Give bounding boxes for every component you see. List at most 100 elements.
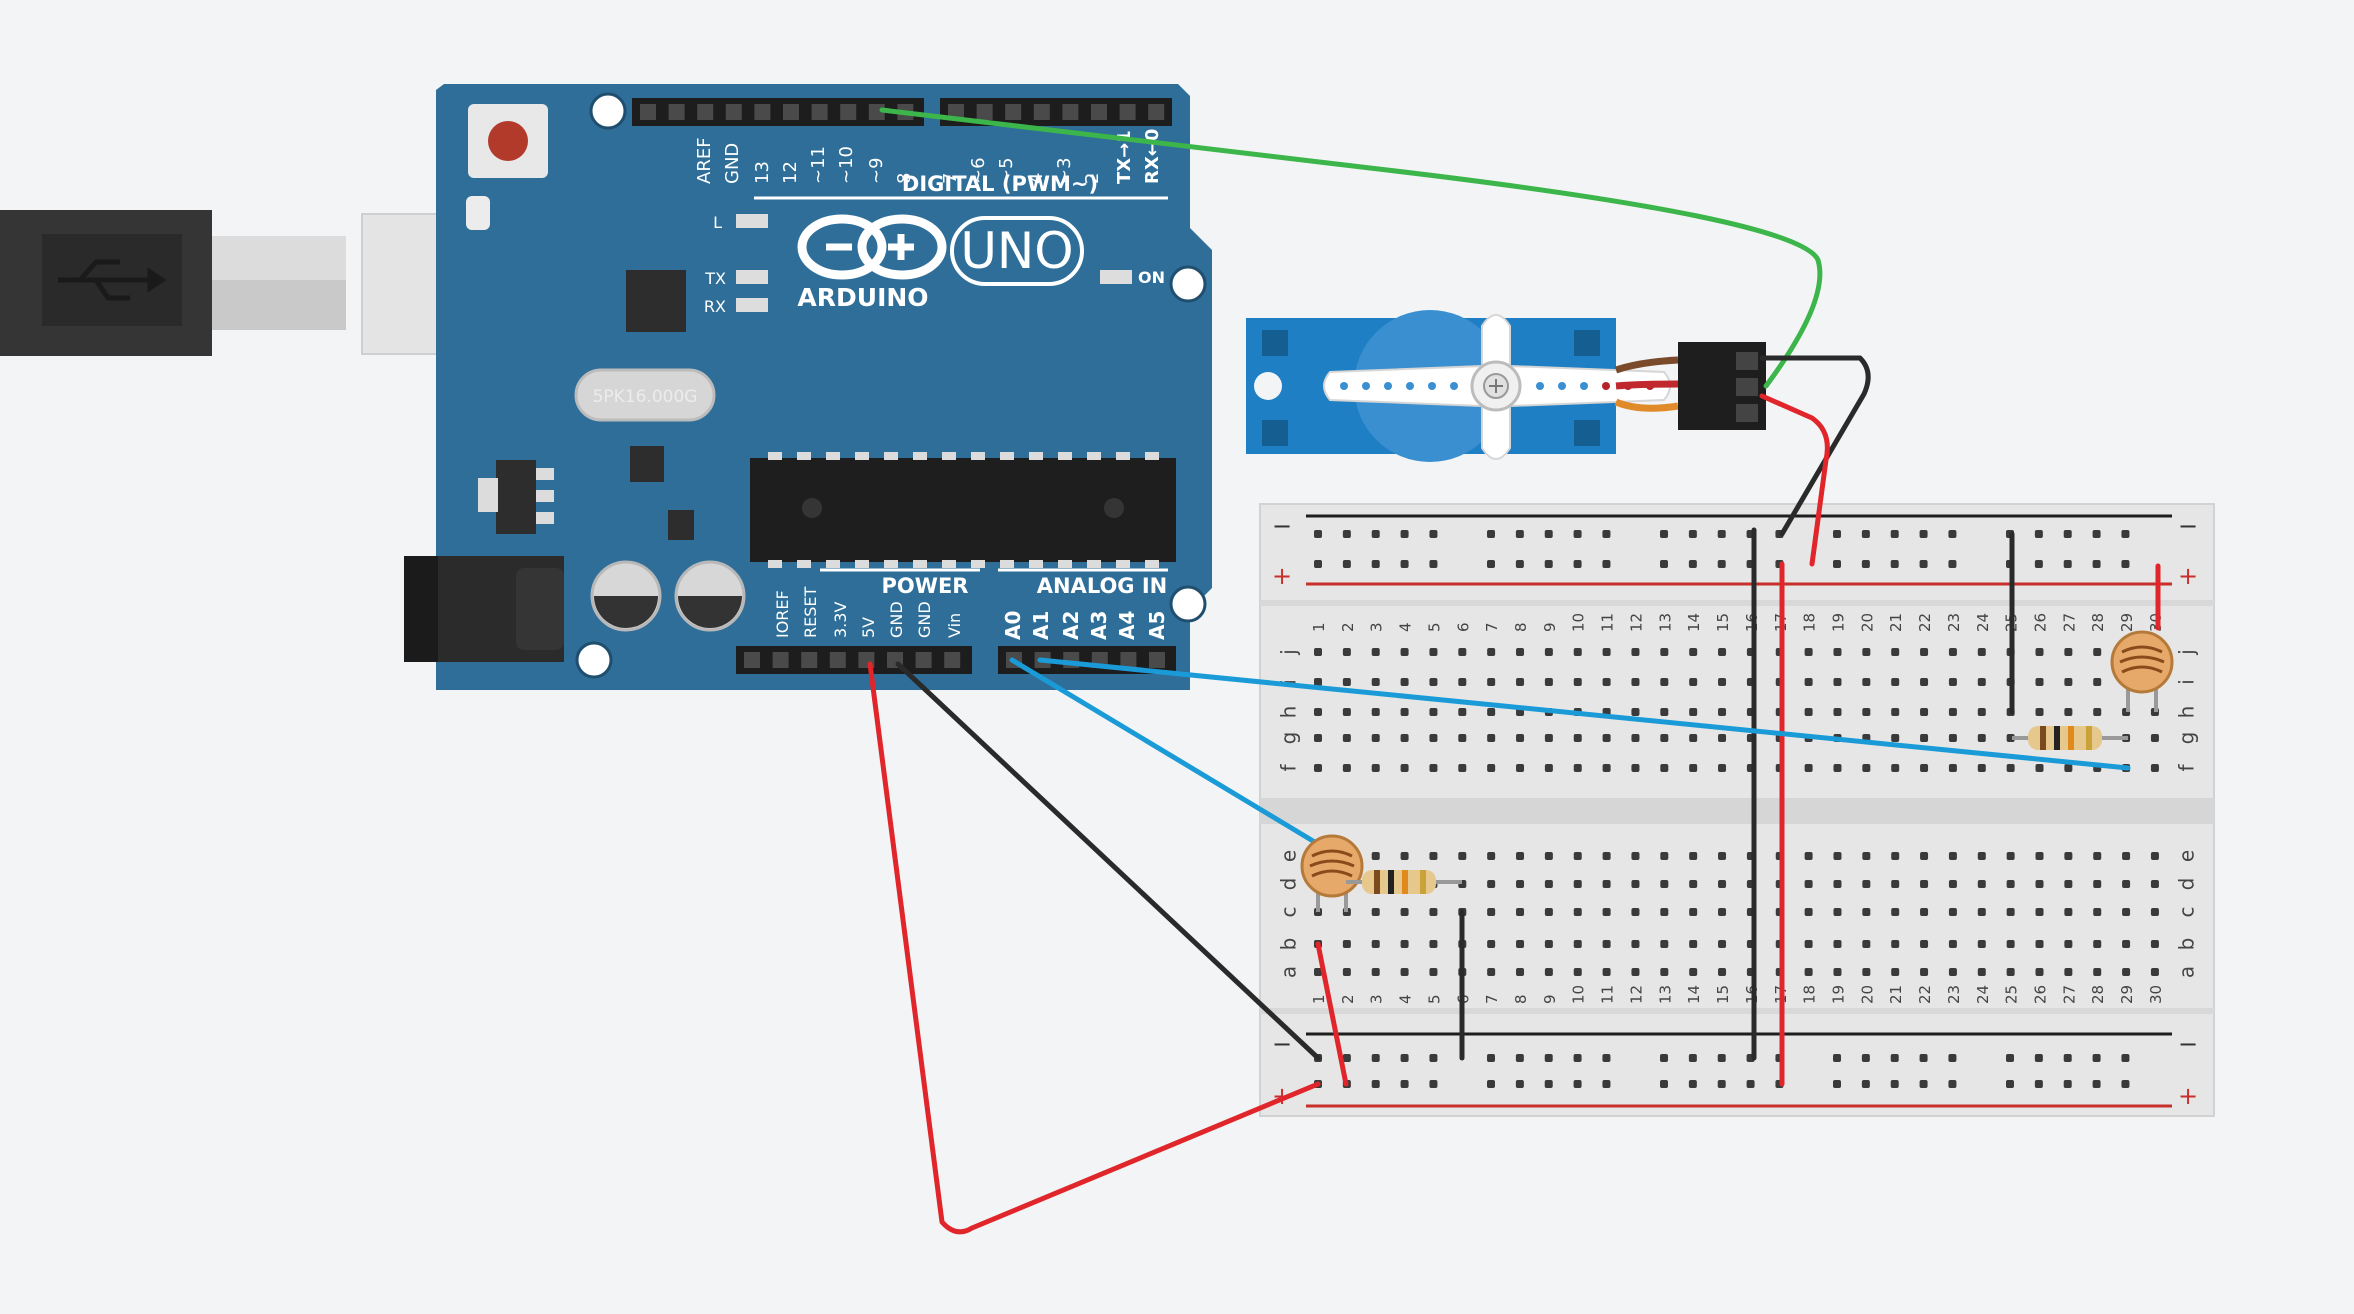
breadboard-hole[interactable] <box>1458 678 1467 686</box>
breadboard-hole[interactable] <box>1977 648 1986 656</box>
rail-hole[interactable] <box>1890 560 1899 568</box>
rail-hole[interactable] <box>1861 560 1870 568</box>
header-pin[interactable] <box>811 104 828 120</box>
breadboard-hole[interactable] <box>1660 968 1669 976</box>
breadboard-hole[interactable] <box>1977 708 1986 716</box>
breadboard-hole[interactable] <box>1833 678 1842 686</box>
breadboard-hole[interactable] <box>1516 648 1525 656</box>
breadboard-hole[interactable] <box>1689 852 1698 860</box>
breadboard-hole[interactable] <box>1891 708 1900 716</box>
header-pin[interactable] <box>668 104 685 120</box>
breadboard-hole[interactable] <box>1718 678 1727 686</box>
rail-hole[interactable] <box>1371 560 1380 568</box>
rail-hole[interactable] <box>1890 1080 1899 1088</box>
breadboard-hole[interactable] <box>1602 648 1611 656</box>
breadboard-hole[interactable] <box>1400 648 1409 656</box>
breadboard-hole[interactable] <box>1429 852 1438 860</box>
breadboard-hole[interactable] <box>1371 764 1380 772</box>
breadboard-hole[interactable] <box>1371 708 1380 716</box>
breadboard-hole[interactable] <box>1516 852 1525 860</box>
rail-hole[interactable] <box>1371 530 1380 538</box>
breadboard-hole[interactable] <box>1718 852 1727 860</box>
breadboard-hole[interactable] <box>1660 940 1669 948</box>
rail-hole[interactable] <box>2063 560 2072 568</box>
header-pin[interactable] <box>754 104 771 120</box>
rail-hole[interactable] <box>1660 530 1668 538</box>
rail-hole[interactable] <box>1688 530 1697 538</box>
breadboard-hole[interactable] <box>1689 908 1698 916</box>
breadboard-hole[interactable] <box>1573 852 1582 860</box>
breadboard-hole[interactable] <box>1948 908 1957 916</box>
breadboard-hole[interactable] <box>1544 678 1553 686</box>
rail-hole[interactable] <box>1717 1054 1726 1062</box>
rail-hole[interactable] <box>1833 560 1841 568</box>
rail-hole[interactable] <box>2092 560 2101 568</box>
breadboard-hole[interactable] <box>1544 734 1553 742</box>
header-pin[interactable] <box>1120 652 1137 668</box>
rail-hole[interactable] <box>1602 1080 1611 1088</box>
breadboard-hole[interactable] <box>1544 764 1553 772</box>
breadboard-hole[interactable] <box>1631 908 1640 916</box>
breadboard-hole[interactable] <box>1400 852 1409 860</box>
rail-hole[interactable] <box>1717 1080 1726 1088</box>
breadboard-hole[interactable] <box>1718 764 1727 772</box>
breadboard-hole[interactable] <box>1660 734 1669 742</box>
breadboard-hole[interactable] <box>1342 968 1351 976</box>
breadboard-hole[interactable] <box>2093 968 2102 976</box>
breadboard-hole[interactable] <box>1948 734 1957 742</box>
breadboard-hole[interactable] <box>1948 880 1957 888</box>
rail-hole[interactable] <box>1314 530 1322 538</box>
rail-hole[interactable] <box>1688 1054 1697 1062</box>
breadboard-hole[interactable] <box>1833 708 1842 716</box>
breadboard-hole[interactable] <box>1689 648 1698 656</box>
breadboard-hole[interactable] <box>2150 940 2159 948</box>
breadboard-hole[interactable] <box>2006 940 2015 948</box>
breadboard-hole[interactable] <box>1516 764 1525 772</box>
breadboard-hole[interactable] <box>2093 880 2102 888</box>
breadboard-hole[interactable] <box>2064 940 2073 948</box>
breadboard-hole[interactable] <box>1891 940 1900 948</box>
breadboard-hole[interactable] <box>1920 648 1929 656</box>
breadboard-hole[interactable] <box>2150 908 2159 916</box>
breadboard-hole[interactable] <box>1487 764 1496 772</box>
breadboard-hole[interactable] <box>1516 880 1525 888</box>
breadboard-hole[interactable] <box>1833 648 1842 656</box>
breadboard-hole[interactable] <box>2006 908 2015 916</box>
breadboard-hole[interactable] <box>1342 940 1351 948</box>
breadboard-hole[interactable] <box>1602 734 1611 742</box>
breadboard-hole[interactable] <box>1948 968 1957 976</box>
breadboard-hole[interactable] <box>1458 852 1467 860</box>
breadboard-hole[interactable] <box>1660 678 1669 686</box>
rail-hole[interactable] <box>1660 560 1668 568</box>
breadboard-hole[interactable] <box>2006 764 2015 772</box>
breadboard-hole[interactable] <box>1862 968 1871 976</box>
breadboard-hole[interactable] <box>1314 734 1322 742</box>
breadboard-hole[interactable] <box>1891 648 1900 656</box>
breadboard-hole[interactable] <box>1948 678 1957 686</box>
breadboard-hole[interactable] <box>1689 764 1698 772</box>
breadboard-hole[interactable] <box>1977 764 1986 772</box>
breadboard-hole[interactable] <box>1862 708 1871 716</box>
header-pin[interactable] <box>1148 104 1165 120</box>
rail-hole[interactable] <box>1861 1080 1870 1088</box>
breadboard-hole[interactable] <box>1660 908 1669 916</box>
breadboard-hole[interactable] <box>1400 908 1409 916</box>
breadboard-hole[interactable] <box>1516 678 1525 686</box>
breadboard-hole[interactable] <box>1516 968 1525 976</box>
breadboard-hole[interactable] <box>1342 648 1351 656</box>
rail-hole[interactable] <box>1717 560 1726 568</box>
breadboard-hole[interactable] <box>1458 648 1467 656</box>
breadboard-hole[interactable] <box>1631 940 1640 948</box>
rail-hole[interactable] <box>2063 530 2072 538</box>
breadboard-hole[interactable] <box>1920 880 1929 888</box>
breadboard-hole[interactable] <box>1602 852 1611 860</box>
breadboard-hole[interactable] <box>1487 708 1496 716</box>
breadboard-hole[interactable] <box>1660 764 1669 772</box>
header-pin[interactable] <box>1062 104 1079 120</box>
rail-hole[interactable] <box>1342 560 1351 568</box>
breadboard-hole[interactable] <box>1314 678 1322 686</box>
rail-hole[interactable] <box>1919 1080 1928 1088</box>
breadboard-hole[interactable] <box>1920 852 1929 860</box>
breadboard-hole[interactable] <box>1948 648 1957 656</box>
breadboard-hole[interactable] <box>1602 968 1611 976</box>
